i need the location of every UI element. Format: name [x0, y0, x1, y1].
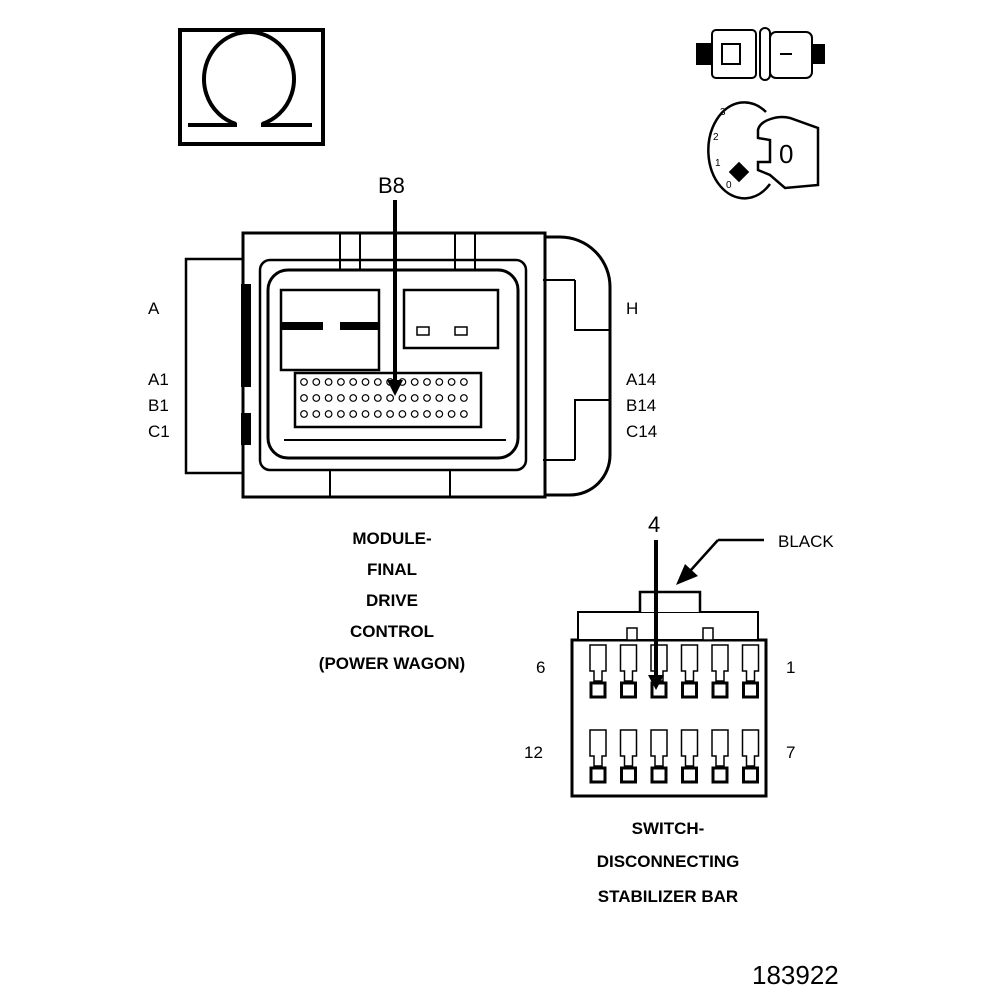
pin-cavity [337, 378, 345, 386]
pin-cavity [423, 410, 431, 418]
switch-pin-cavity [650, 729, 668, 784]
pin-cavity [324, 394, 333, 402]
switch-pin-cavity [711, 644, 729, 699]
switch-caption-line-1: SWITCH- [631, 819, 705, 838]
switch-pin-cavity [680, 644, 699, 699]
pin-cavity [460, 394, 468, 402]
pin-cavity [349, 378, 358, 386]
pin-cavity [312, 394, 321, 402]
pin-cavity [361, 378, 370, 386]
pin-cavity [324, 378, 333, 386]
pin-cavity [447, 410, 456, 418]
switch-caption-line-3: STABILIZER BAR [597, 887, 739, 906]
pin-cavity [361, 410, 370, 418]
pin-label-c14: C14 [626, 422, 658, 441]
pin-cavity [300, 378, 308, 386]
final-drive-control-connector [184, 200, 612, 499]
module-caption-line-1: MODULE- [352, 529, 432, 548]
pin-label-6: 6 [536, 658, 546, 677]
pin-4-callout: 4 [648, 512, 661, 537]
pin-cavity [312, 378, 321, 386]
module-caption-line-2: FINAL [366, 560, 418, 579]
pin-cavity [300, 394, 308, 402]
pin-cavity [447, 378, 456, 386]
pin-cavity [386, 410, 395, 418]
switch-pin-cavity [619, 644, 638, 699]
b8-pin-callout: B8 [378, 173, 405, 198]
switch-pin-cavity [741, 729, 760, 784]
pin-cavity [373, 394, 382, 402]
pin-cavity [312, 410, 321, 418]
pin-cavity [435, 378, 444, 386]
switch-pin-cavity [711, 729, 729, 784]
pin-cavity [435, 410, 444, 418]
pin-cavity [447, 394, 456, 402]
pin-cavity [349, 394, 358, 402]
pin-cavity [460, 410, 468, 418]
pin-label-a1: A1 [148, 370, 169, 389]
pin-label-1: 1 [786, 658, 796, 677]
switch-pin-cavity [650, 644, 668, 699]
module-caption-line-5: (POWER WAGON) [318, 654, 466, 673]
key-position-3: 3 [720, 107, 726, 118]
pin-label-a14: A14 [626, 370, 657, 389]
row-label-a: A [148, 299, 160, 318]
switch-caption-line-2: DISCONNECTING [596, 852, 740, 871]
pin-label-12: 12 [524, 743, 543, 762]
wire-color-label: BLACK [778, 532, 834, 551]
pin-cavity [337, 410, 345, 418]
pin-cavity [398, 394, 407, 402]
stabilizer-bar-switch-connector [570, 538, 768, 798]
key-position-0: 0 [726, 180, 732, 191]
figure-number: 183922 [752, 960, 839, 990]
pin-cavity-grid [300, 378, 468, 418]
pin-label-b14: B14 [626, 396, 657, 415]
module-caption-line-4: CONTROL [349, 622, 435, 641]
pin-label-c1: C1 [148, 422, 170, 441]
pin-cavity [349, 410, 358, 418]
connector-plug-icon [696, 27, 825, 81]
pin-cavity [361, 394, 370, 402]
module-caption-line-3: DRIVE [366, 591, 418, 610]
pin-cavity [410, 394, 419, 402]
pin-cavity [373, 410, 382, 418]
row-label-h: H [626, 299, 639, 318]
pin-cavity [324, 410, 333, 418]
pin-label-7: 7 [786, 743, 796, 762]
ignition-key-icon [707, 101, 820, 200]
key-face-label: 0 [779, 139, 794, 169]
pin-cavity [423, 394, 431, 402]
pin-label-b1: B1 [148, 396, 169, 415]
pin-cavity [410, 378, 419, 386]
key-position-2: 2 [713, 132, 719, 143]
pin-cavity [460, 378, 468, 386]
ohmmeter-icon [178, 28, 325, 146]
pin-cavity [398, 410, 407, 418]
pin-cavity [410, 410, 419, 418]
pin-cavity [337, 394, 345, 402]
pin-cavity [435, 394, 444, 402]
pin-cavity [373, 378, 382, 386]
pin-cavity [386, 394, 395, 402]
switch-pin-cavity [619, 729, 638, 784]
switch-pin-cavity [589, 729, 607, 784]
pin-cavity [300, 410, 308, 418]
key-position-1: 1 [715, 158, 721, 169]
switch-pin-cavity [589, 644, 607, 699]
switch-pin-cavity [680, 729, 699, 784]
switch-pin-cavities [589, 644, 760, 784]
pin-cavity [423, 378, 431, 386]
switch-pin-cavity [741, 644, 760, 699]
